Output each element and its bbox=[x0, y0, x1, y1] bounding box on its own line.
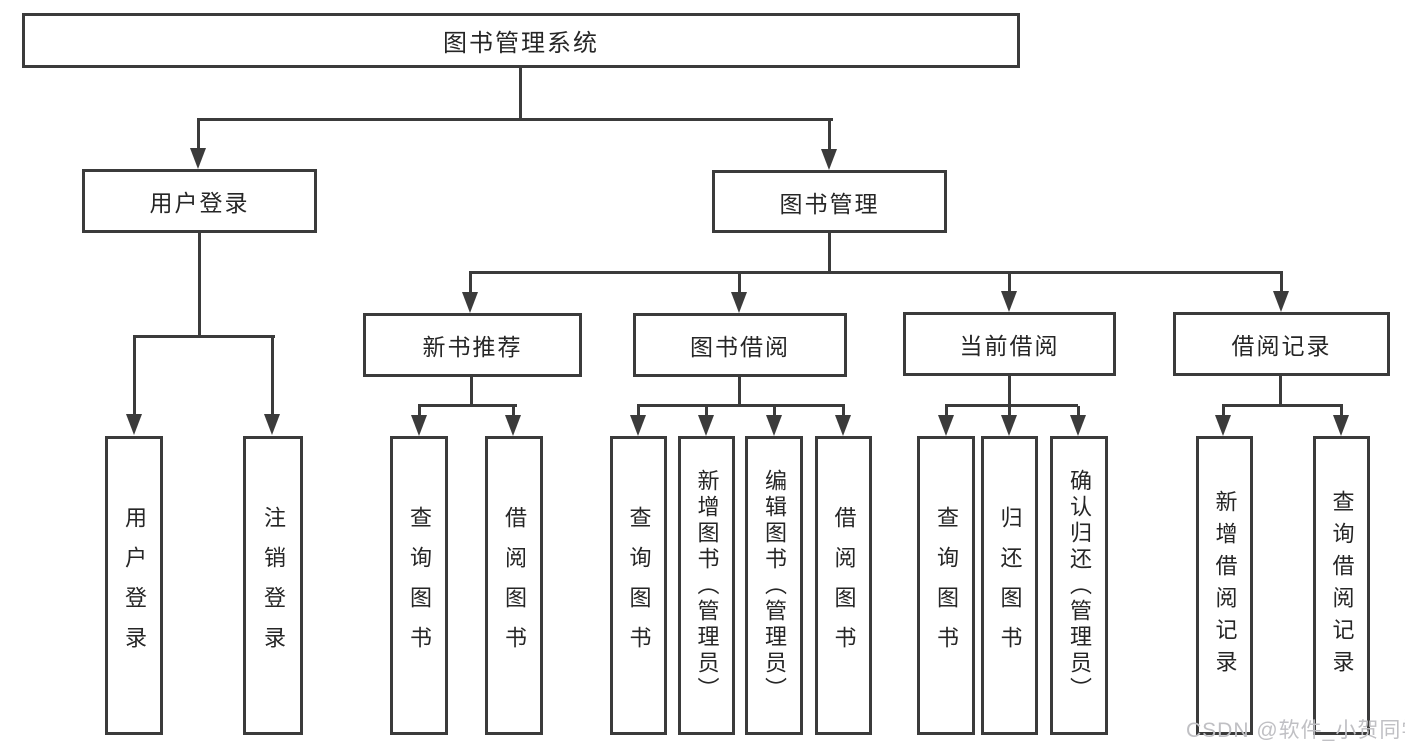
connector-line bbox=[945, 404, 1078, 407]
connector-line bbox=[1222, 404, 1343, 407]
connector-line bbox=[842, 406, 845, 416]
leaf-confirm-return-admin: 确认归还（管理员） bbox=[1050, 436, 1108, 735]
arrow-down-icon bbox=[190, 148, 206, 169]
node-current-borrow: 当前借阅 bbox=[903, 312, 1116, 376]
connector-line bbox=[271, 337, 274, 415]
arrow-down-icon bbox=[821, 149, 837, 170]
node-user-login: 用户登录 bbox=[82, 169, 317, 233]
node-book-borrow: 图书借阅 bbox=[633, 313, 847, 377]
connector-line bbox=[1077, 406, 1080, 416]
connector-line bbox=[828, 120, 831, 150]
arrow-down-icon bbox=[1273, 291, 1289, 312]
leaf-add-borrow-record: 新增借阅记录 bbox=[1196, 436, 1253, 735]
connector-line bbox=[738, 377, 741, 406]
connector-line bbox=[1222, 406, 1225, 416]
arrow-down-icon bbox=[766, 415, 782, 436]
arrow-down-icon bbox=[126, 414, 142, 435]
arrow-down-icon bbox=[264, 414, 280, 435]
leaf-query-borrow-record: 查询借阅记录 bbox=[1313, 436, 1370, 735]
connector-line bbox=[133, 335, 275, 338]
node-borrow-records: 借阅记录 bbox=[1173, 312, 1390, 376]
connector-line bbox=[198, 233, 201, 337]
node-book-management: 图书管理 bbox=[712, 170, 947, 233]
arrow-down-icon bbox=[630, 415, 646, 436]
arrow-down-icon bbox=[1070, 415, 1086, 436]
leaf-logout: 注销登录 bbox=[243, 436, 303, 735]
connector-line bbox=[1008, 376, 1011, 406]
connector-line bbox=[418, 406, 421, 416]
leaf-return-book: 归还图书 bbox=[981, 436, 1038, 735]
connector-line bbox=[945, 406, 948, 416]
connector-line bbox=[1279, 376, 1282, 406]
connector-line bbox=[470, 377, 473, 406]
connector-line bbox=[738, 273, 741, 293]
leaf-borrow-books-recommend: 借阅图书 bbox=[485, 436, 543, 735]
csdn-watermark: CSDN @软件_小贺同学 bbox=[1186, 719, 1405, 742]
node-root: 图书管理系统 bbox=[22, 13, 1020, 68]
connector-line bbox=[773, 406, 776, 416]
connector-line bbox=[705, 406, 708, 416]
arrow-down-icon bbox=[411, 415, 427, 436]
connector-line bbox=[637, 406, 640, 416]
connector-line bbox=[519, 68, 522, 120]
arrow-down-icon bbox=[462, 292, 478, 313]
connector-line bbox=[197, 120, 200, 150]
connector-line bbox=[469, 273, 472, 293]
connector-line bbox=[828, 233, 831, 273]
connector-line bbox=[1280, 273, 1283, 292]
leaf-query-books-recommend: 查询图书 bbox=[390, 436, 448, 735]
connector-line bbox=[1008, 406, 1011, 416]
connector-line bbox=[512, 406, 515, 416]
leaf-edit-book-admin: 编辑图书（管理员） bbox=[745, 436, 803, 735]
arrow-down-icon bbox=[1001, 291, 1017, 312]
leaf-user-login: 用户登录 bbox=[105, 436, 163, 735]
arrow-down-icon bbox=[1001, 415, 1017, 436]
arrow-down-icon bbox=[698, 415, 714, 436]
arrow-down-icon bbox=[938, 415, 954, 436]
connector-line bbox=[133, 337, 136, 415]
connector-line bbox=[469, 271, 1283, 274]
arrow-down-icon bbox=[731, 292, 747, 313]
leaf-borrow-books: 借阅图书 bbox=[815, 436, 872, 735]
connector-line bbox=[197, 118, 833, 121]
leaf-query-books-current: 查询图书 bbox=[917, 436, 975, 735]
arrow-down-icon bbox=[835, 415, 851, 436]
connector-line bbox=[418, 404, 517, 407]
leaf-query-books-borrow: 查询图书 bbox=[610, 436, 667, 735]
connector-line bbox=[1340, 406, 1343, 416]
arrow-down-icon bbox=[505, 415, 521, 436]
arrow-down-icon bbox=[1333, 415, 1349, 436]
leaf-add-book-admin: 新增图书（管理员） bbox=[678, 436, 735, 735]
connector-line bbox=[637, 404, 845, 407]
node-new-book-recommend: 新书推荐 bbox=[363, 313, 582, 377]
arrow-down-icon bbox=[1215, 415, 1231, 436]
connector-line bbox=[1008, 273, 1011, 292]
